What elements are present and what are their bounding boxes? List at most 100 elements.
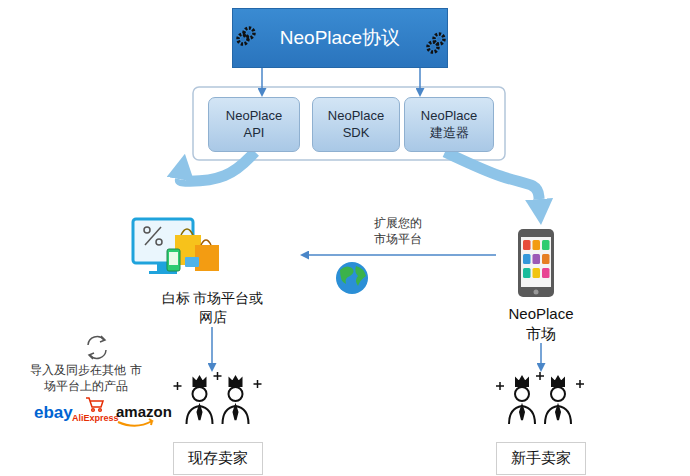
drawing-part	[99, 409, 102, 412]
drawing-part	[521, 237, 551, 287]
aliexpress-logo: AliExpress	[72, 412, 122, 424]
drawing-part	[244, 28, 254, 38]
drawing-part	[201, 240, 211, 245]
edge-label: 扩展您的 市场平台	[367, 215, 429, 247]
drawing-part	[336, 262, 368, 294]
drawing-part	[187, 406, 213, 424]
drawing-part	[100, 336, 105, 342]
node-text: 白标 市场平台或网店	[160, 289, 266, 327]
drawing-part	[496, 382, 504, 390]
tool-container	[193, 87, 505, 160]
drawing-part	[355, 266, 366, 286]
icon	[496, 225, 576, 305]
drawing-part	[551, 387, 565, 401]
marketplace-node: NeoPlace 市场	[496, 225, 586, 343]
drawing-part	[247, 31, 251, 35]
icon	[125, 205, 300, 295]
drawing-part	[254, 380, 262, 388]
icon	[160, 372, 275, 432]
drawing-part	[181, 229, 193, 235]
node-text: NeoPlace 建造器	[416, 108, 482, 142]
whitelabel-node: 白标 市场平台或网店	[125, 205, 300, 327]
drawing-part	[144, 227, 150, 233]
node-text: 现存卖家	[173, 442, 263, 475]
drawing-part	[523, 240, 531, 250]
drawing-part	[509, 406, 535, 424]
sync-icon	[88, 336, 106, 359]
drawing-part	[90, 350, 106, 358]
drawing-part	[428, 42, 438, 52]
drawing-part	[516, 377, 528, 386]
drawing-part	[533, 268, 541, 278]
amazon-smile	[118, 419, 152, 426]
node-text: NeoPlace API	[221, 108, 287, 142]
connector-arrow	[261, 68, 263, 88]
drawing-part	[194, 377, 206, 386]
drawing-part	[234, 406, 238, 420]
connector-arrow	[309, 254, 496, 256]
amazon-logo: amazon	[116, 402, 176, 422]
drawing-part	[556, 406, 560, 420]
drawing-part	[92, 409, 95, 412]
drawing-part	[187, 377, 213, 424]
note-text: 导入及同步在其他 市场平台上的产品	[30, 362, 142, 394]
drawing-part	[542, 254, 550, 264]
drawing-part	[88, 337, 104, 345]
node-text: 新手卖家	[496, 442, 586, 475]
node-text: NeoPlace协议	[280, 25, 400, 51]
connector-arrow	[180, 152, 255, 181]
drawing-part	[545, 377, 571, 424]
connector-arrow	[540, 343, 542, 363]
globe-icon	[336, 262, 368, 294]
drawing-part	[515, 387, 529, 401]
drawing-part	[552, 377, 564, 386]
tool-box: NeoPlace API	[208, 97, 300, 152]
drawing-part	[523, 268, 531, 278]
node-text: NeoPlace SDK	[323, 108, 389, 142]
drawing-part	[340, 266, 354, 284]
drawing-part	[428, 42, 438, 52]
tool-box: NeoPlace 建造器	[404, 97, 494, 152]
drawing-part	[214, 372, 222, 380]
drawing-part	[180, 68, 541, 363]
drawing-part	[520, 406, 524, 420]
drawing-part	[437, 37, 441, 41]
drawing-part	[576, 380, 584, 388]
drawing-part	[431, 45, 435, 49]
drawing-part	[229, 387, 243, 401]
drawing-part	[174, 382, 182, 390]
drawing-part	[542, 268, 550, 278]
drawing-part	[244, 28, 254, 38]
drawing-part	[533, 240, 541, 250]
drawing-part	[509, 377, 535, 424]
connector-arrow	[445, 152, 539, 199]
tool-box: NeoPlace SDK	[312, 97, 400, 152]
drawing-part	[545, 406, 571, 424]
drawing-part	[534, 290, 539, 295]
node-text: NeoPlace 市场	[503, 304, 579, 343]
connector-arrow	[419, 68, 421, 88]
drawing-part	[198, 406, 202, 420]
drawing-part	[167, 249, 180, 271]
drawing-part	[86, 398, 103, 407]
icon	[489, 372, 591, 432]
drawing-part	[542, 240, 550, 250]
drawing-part	[145, 227, 161, 245]
drawing-part	[518, 229, 554, 297]
drawing-part	[223, 377, 249, 424]
drawing-part	[434, 34, 444, 44]
drawing-part	[156, 239, 162, 245]
protocol-box: NeoPlace协议	[232, 8, 448, 68]
drawing-part	[169, 252, 178, 265]
drawing-part	[185, 257, 199, 267]
drawing-part	[536, 372, 544, 380]
drawing-part	[89, 353, 94, 359]
drawing-part	[223, 406, 249, 424]
drawing-part	[193, 387, 207, 401]
drawing-part	[434, 34, 444, 44]
drawing-part	[533, 254, 541, 264]
connector-arrow	[211, 327, 213, 363]
aliexpress-cart-icon	[86, 398, 103, 411]
